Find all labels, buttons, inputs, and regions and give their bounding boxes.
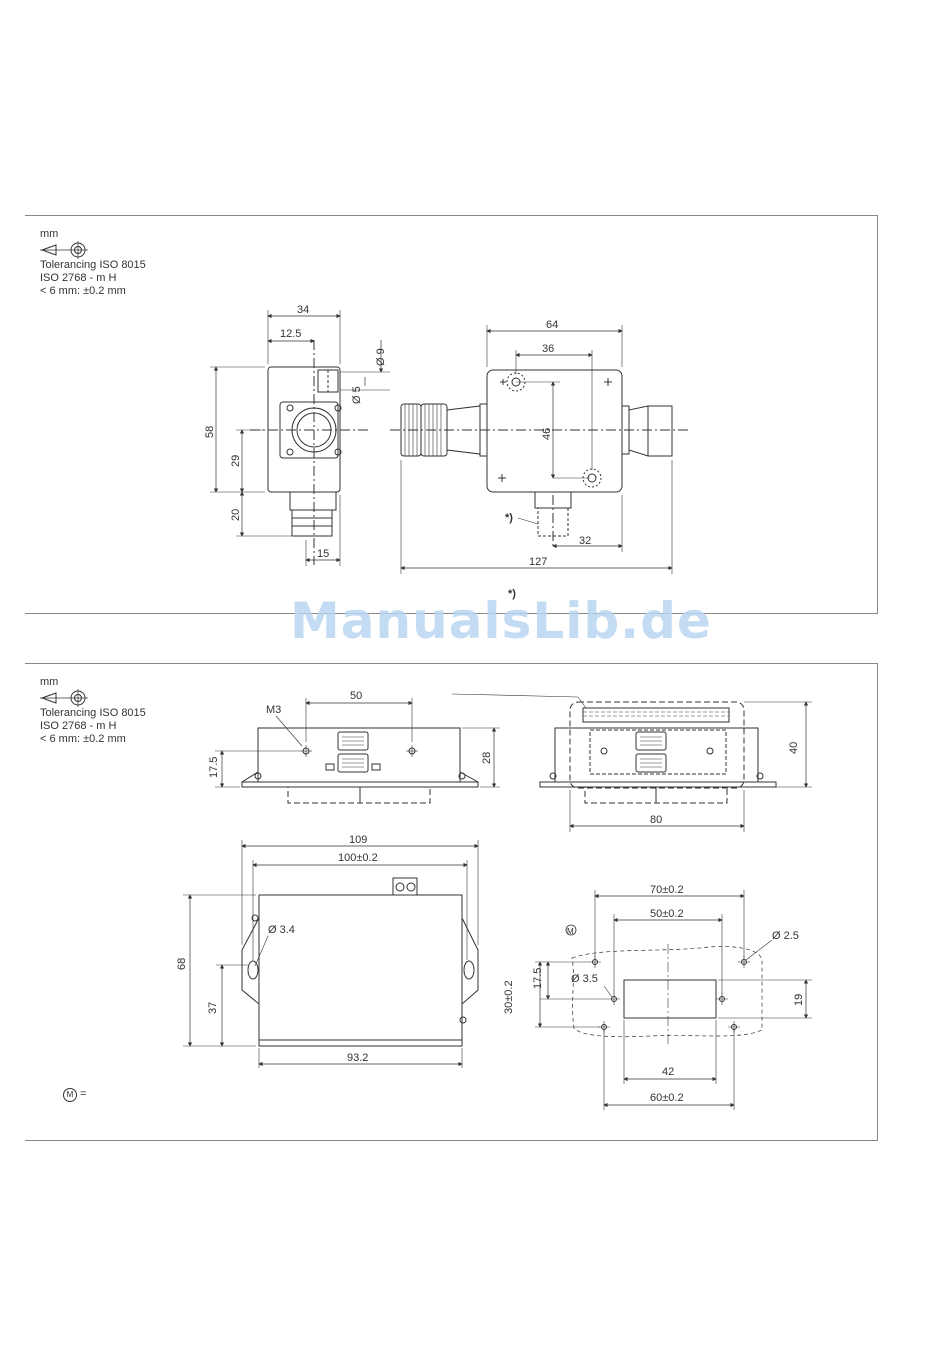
note-star: *) [505, 512, 513, 524]
dim-36: 36 [542, 343, 554, 355]
legend: M = [63, 1088, 87, 1102]
dim-dia-5: Ø 5 [351, 386, 363, 404]
housing-front-view [215, 698, 500, 803]
dim-80: 80 [650, 814, 662, 826]
dim-42: 42 [662, 1066, 674, 1078]
mount-symbol-label: M [567, 927, 574, 936]
dim-20: 20 [230, 509, 242, 521]
dim-19: 19 [793, 994, 805, 1006]
legend-symbol: M [63, 1088, 77, 1102]
dim-dia-3-5: Ø 3.5 [571, 973, 598, 985]
legend-equals: = [80, 1088, 86, 1100]
dim-40: 40 [788, 742, 800, 754]
dim-64: 64 [546, 319, 558, 331]
dim-15: 15 [317, 548, 329, 560]
dim-68: 68 [176, 958, 188, 970]
dim-37: 37 [207, 1002, 219, 1014]
dim-60: 60±0.2 [650, 1092, 684, 1104]
housing-plan-view [183, 840, 478, 1068]
watermark-text: ManualsLib.de [290, 592, 712, 650]
dim-12-5: 12.5 [280, 328, 301, 340]
dim-28: 28 [481, 752, 493, 764]
dim-127: 127 [529, 556, 547, 568]
dim-34: 34 [297, 304, 309, 316]
dim-m3: M3 [266, 704, 281, 716]
sensor-side-view [390, 325, 690, 574]
dim-32: 32 [579, 535, 591, 547]
dim-dia-3-4: Ø 3.4 [268, 924, 295, 936]
dim-46: 46 [541, 428, 553, 440]
dim-93-2: 93.2 [347, 1052, 368, 1064]
dim-100: 100±0.2 [338, 852, 378, 864]
dim-58: 58 [204, 426, 216, 438]
dim-17-5-mount: 17.5 [532, 968, 544, 989]
dim-dia-9: Ø 9 [375, 348, 387, 366]
dim-dia-2-5: Ø 2.5 [772, 930, 799, 942]
dim-50-front: 50 [350, 690, 362, 702]
sensor-end-view [210, 310, 390, 566]
dim-50-mount: 50±0.2 [650, 908, 684, 920]
dim-30: 30±0.2 [503, 980, 515, 1014]
housing-front-view-with-terminal [452, 694, 812, 832]
dim-109: 109 [349, 834, 367, 846]
dim-70: 70±0.2 [650, 884, 684, 896]
dim-29: 29 [230, 455, 242, 467]
dim-17-5-front: 17.5 [208, 757, 220, 778]
